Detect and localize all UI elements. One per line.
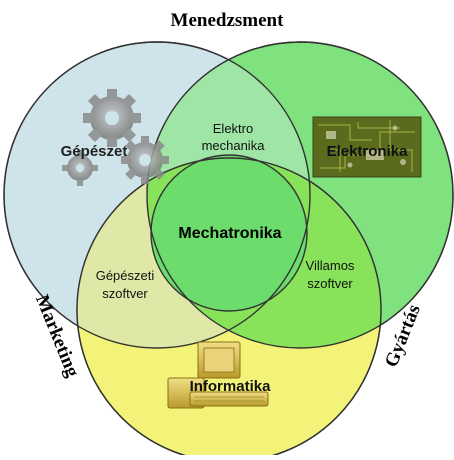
computer-icon (167, 341, 269, 409)
intersection-elec-info-line1: Villamos (306, 258, 355, 273)
intersection-elec-info-line2: szoftver (307, 276, 353, 291)
outer-label-top: Menedzsment (171, 10, 285, 31)
mechatronics-circle (150, 154, 308, 312)
set-label-mechanical: Gépészet (61, 143, 128, 160)
set-label-informatics: Informatika (190, 378, 272, 395)
intersection-mech-info-line1: Gépészeti (96, 268, 155, 283)
set-label-electronics: Elektronika (327, 143, 409, 160)
intersection-mech-elec-line1: Elektro (213, 121, 253, 136)
intersection-mech-info-line2: szoftver (102, 286, 148, 301)
circuit-board-icon (312, 116, 422, 178)
center-label: Mechatronika (178, 225, 281, 242)
intersection-mech-elec-line2: mechanika (202, 138, 266, 153)
